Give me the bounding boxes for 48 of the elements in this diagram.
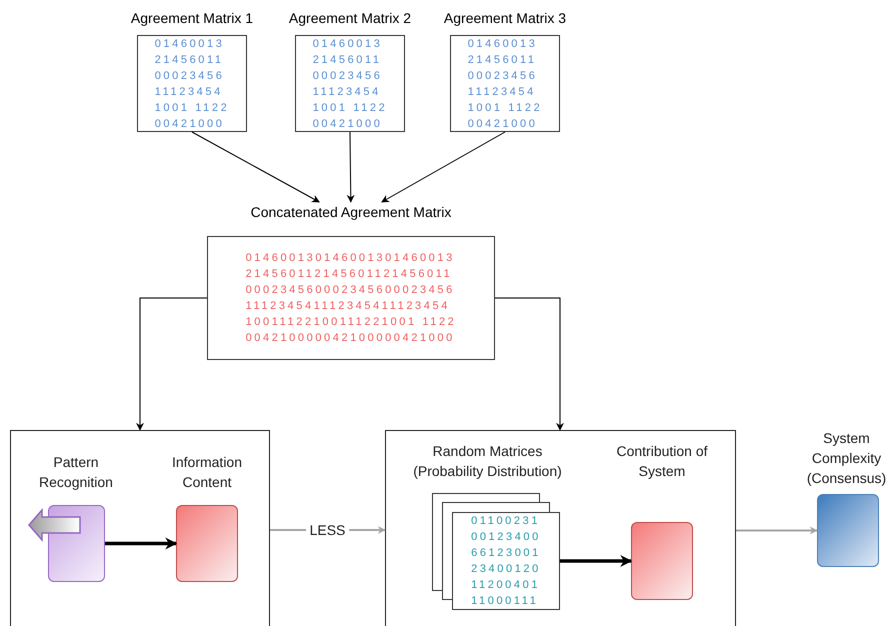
arrow: [136, 298, 208, 431]
arrow: [105, 538, 178, 550]
matrix-row-text: 11200401: [471, 578, 541, 593]
matrix-row-text: 11000111: [471, 594, 540, 609]
matrix-row-text: 01100231: [471, 514, 541, 529]
matrix-row-text: 111234541112345411123454: [246, 299, 451, 314]
matrix-row-text: 004210000042100000421000: [246, 331, 456, 346]
box-heading: Information Content: [170, 453, 244, 492]
matrix-row-text: 11123454: [154, 84, 224, 100]
matrix-row-text: 21456011: [154, 52, 225, 68]
matrix-row-text: 1001 1122: [154, 100, 230, 116]
box-heading: Random Matrices (Probability Distribution): [412, 442, 563, 481]
matrix-row-text: 1001 1122: [312, 100, 388, 116]
matrix-row-text: 00421000: [468, 116, 538, 132]
matrix-row-text: 00023456: [312, 68, 384, 84]
matrix-row-text: 00421000: [312, 116, 384, 132]
matrix-row-text: 11123454: [468, 84, 537, 100]
matrix-row-text: 00123400: [471, 530, 541, 545]
arrow: [736, 526, 818, 534]
matrix-row-text: 01460013: [154, 36, 226, 52]
matrix-row-text: 23400120: [471, 562, 541, 577]
matrix-row-text: 214560112145601121456011: [246, 267, 454, 282]
matrix-row-text: 21456011: [468, 52, 538, 68]
matrix-row-text: 01460013: [468, 36, 538, 52]
edge-label: LESS: [306, 522, 350, 538]
matrix-row-text: 014600130146001301460013: [246, 251, 456, 266]
matrix-row-text: 01460013: [312, 36, 384, 52]
matrix-row-text: 00023456: [154, 68, 226, 84]
box-heading: System Complexity (Consensus): [806, 429, 888, 488]
matrix-row-text: 21456011: [312, 52, 383, 68]
box-heading: Pattern Recognition: [38, 453, 114, 492]
matrix-row-text: 1001 1122: [468, 100, 542, 116]
arrow: [560, 555, 632, 567]
matrix-title: Agreement Matrix 2: [288, 9, 412, 28]
box-heading: Contribution of System: [615, 442, 709, 481]
matrix-row-text: 66123001: [471, 546, 541, 561]
arrow: [346, 132, 355, 203]
matrix-row-text: 10011122100111221001 1122: [246, 315, 456, 330]
arrow: [381, 132, 506, 202]
arrow: [494, 298, 564, 431]
matrix-row-text: 00023456: [468, 68, 538, 84]
matrix-row-text: 000234560002345600023456: [246, 283, 456, 298]
arrow: [192, 132, 320, 202]
matrix-row-text: 11123454: [312, 84, 382, 100]
matrix-title: Agreement Matrix 3: [442, 9, 568, 28]
matrix-title: Concatenated Agreement Matrix: [250, 203, 452, 222]
matrix-title: Agreement Matrix 1: [130, 9, 254, 28]
matrix-row-text: 00421000: [154, 116, 226, 132]
